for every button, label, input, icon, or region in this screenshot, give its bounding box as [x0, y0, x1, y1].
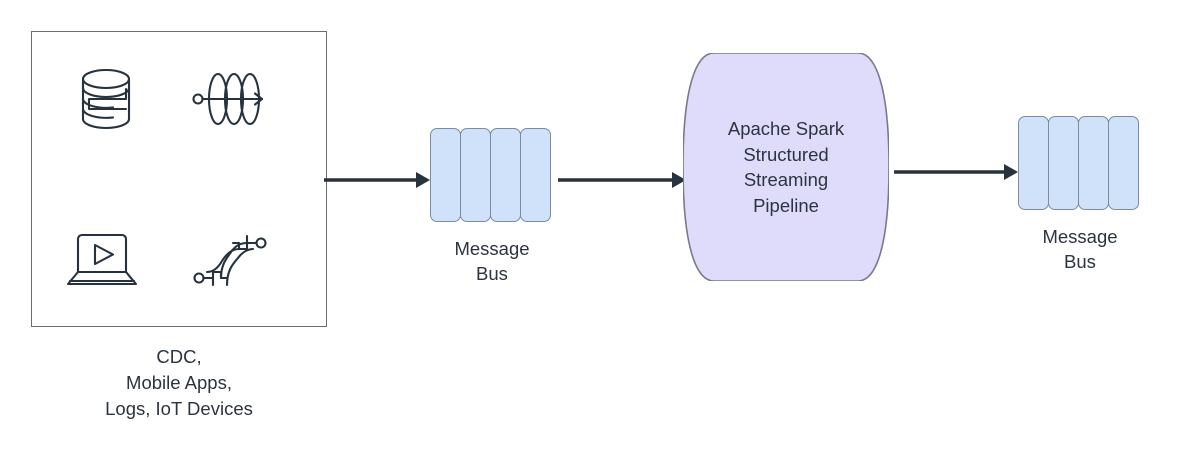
message-bus-partition [1108, 116, 1139, 210]
spark-pipeline-label: Apache Spark Structured Streaming Pipeli… [727, 118, 845, 216]
message-bus-output[interactable]: Message Bus [1018, 116, 1142, 274]
spark-pipeline-shape [683, 53, 889, 281]
arrow-sources-to-bus-in [324, 172, 430, 188]
message-bus-output-partitions [1018, 116, 1142, 210]
laptop-play-icon [54, 218, 150, 304]
message-bus-input-label: Message Bus [454, 238, 530, 284]
message-bus-input-partitions [430, 128, 554, 222]
message-bus-partition [1018, 116, 1049, 210]
message-bus-partition [430, 128, 461, 222]
arrow-bus-in-to-spark [558, 172, 686, 188]
iot-circuit-icon [182, 218, 278, 304]
message-bus-partition [520, 128, 551, 222]
message-bus-partition [1078, 116, 1109, 210]
data-stream-icon [182, 56, 278, 142]
database-icon [58, 56, 154, 142]
message-bus-partition [460, 128, 491, 222]
data-sources-box[interactable] [31, 31, 327, 327]
message-bus-output-label: Message Bus [1042, 226, 1118, 272]
data-sources-caption: CDC, Mobile Apps, Logs, IoT Devices [105, 346, 253, 419]
message-bus-input[interactable]: Message Bus [430, 128, 554, 286]
spark-pipeline[interactable]: Apache Spark Structured Streaming Pipeli… [683, 53, 889, 281]
message-bus-partition [1048, 116, 1079, 210]
arrow-spark-to-bus-out [894, 164, 1018, 180]
message-bus-partition [490, 128, 521, 222]
